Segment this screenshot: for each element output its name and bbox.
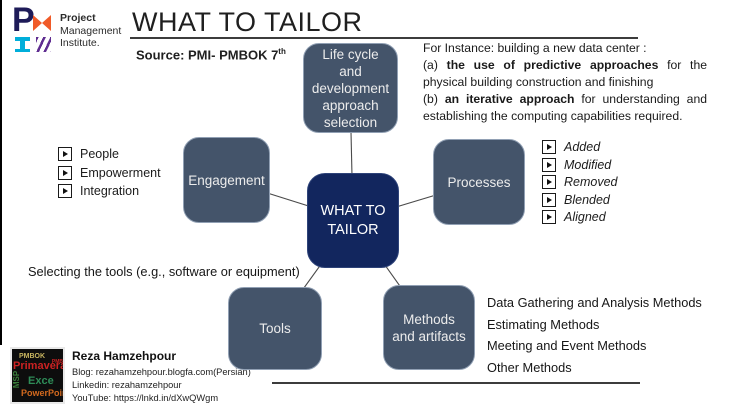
- bullet-label: Integration: [80, 184, 140, 198]
- author-blog: Blog: rezahamzehpour.blogfa.com(Persian): [72, 367, 251, 377]
- logo-line-2: Management: [60, 24, 122, 37]
- page-title: WHAT TO TAILOR: [132, 7, 363, 37]
- author-youtube: YouTube: https://lnkd.in/dXwQWgm: [72, 393, 219, 403]
- instance-point-a: (a) the use of predictive approaches for…: [423, 58, 707, 89]
- node-processes: Processes: [433, 139, 525, 225]
- instance-intro: For Instance: building a new data center…: [423, 41, 647, 55]
- list-item: Aligned: [542, 210, 618, 224]
- instance-point-b: (b) an iterative approach for understand…: [423, 92, 708, 123]
- play-bullet-icon: [58, 147, 72, 161]
- author-links: Blog: rezahamzehpour.blogfa.com(Persian)…: [72, 366, 251, 405]
- play-bullet-icon: [542, 140, 556, 154]
- book-word: PMB: [51, 359, 63, 365]
- pmi-logo: P: [12, 3, 58, 55]
- tools-note: Selecting the tools (e.g., software or e…: [28, 264, 300, 279]
- bullet-label: Modified: [564, 157, 612, 172]
- bullet-label: Added: [564, 140, 601, 154]
- list-item: Blended: [542, 192, 618, 207]
- list-item: People: [58, 147, 161, 161]
- list-item: Modified: [542, 157, 618, 172]
- list-item: Meeting and Event Methods: [487, 338, 647, 353]
- node-engagement: Engagement: [183, 137, 270, 223]
- bullet-label: Removed: [564, 175, 618, 189]
- book-cover-thumbnail: PMBOK Primavera PMB MSP Exce PowerPoin: [10, 347, 65, 404]
- node-tools: Tools: [228, 287, 322, 370]
- bullet-label: Aligned: [564, 210, 606, 224]
- book-word: MSP: [12, 370, 22, 389]
- pmi-logo-cyan-ibeam-icon: [15, 37, 30, 52]
- book-word: PMBOK: [19, 353, 46, 360]
- play-bullet-icon: [542, 157, 556, 172]
- logo-line-3: Institute.: [60, 37, 100, 49]
- list-item: Data Gathering and Analysis Methods: [487, 295, 702, 310]
- pmi-logo-purple-stripes-icon: [36, 37, 51, 52]
- logo-line-1: Project: [60, 12, 96, 24]
- engagement-bullet-list: People Empowerment Integration: [58, 147, 161, 203]
- play-bullet-icon: [542, 175, 556, 189]
- node-lifecycle: Life cycle and development approach sele…: [303, 43, 398, 133]
- source-caption: Source: PMI- PMBOK 7th: [136, 47, 286, 62]
- bullet-label: Empowerment: [80, 165, 161, 180]
- play-bullet-icon: [58, 184, 72, 198]
- bottom-divider: [272, 382, 640, 384]
- list-item: Removed: [542, 175, 618, 189]
- play-bullet-icon: [542, 210, 556, 224]
- play-bullet-icon: [58, 165, 72, 180]
- list-item: Estimating Methods: [487, 316, 600, 332]
- book-word: Primavera: [13, 360, 65, 372]
- pmi-logo-orange-bowtie-icon: [33, 15, 51, 31]
- author-linkedin: Linkedin: rezahamzehpour: [72, 380, 182, 390]
- play-bullet-icon: [542, 192, 556, 207]
- process-bullet-list: Added Modified Removed Blended Aligned: [542, 140, 618, 228]
- bullet-label: Blended: [564, 192, 610, 207]
- methods-list: Data Gathering and Analysis Methods Esti…: [487, 292, 702, 378]
- bullet-label: People: [80, 147, 119, 161]
- pmi-logo-wordmark: Project Management Institute.: [60, 12, 121, 50]
- instance-note: For Instance: building a new data center…: [423, 40, 707, 125]
- pmi-logo-p-glyph: P: [12, 1, 35, 39]
- source-superscript: th: [278, 47, 286, 56]
- book-word: Exce: [28, 375, 54, 387]
- author-name: Reza Hamzehpour: [72, 349, 177, 363]
- list-item: Added: [542, 140, 618, 154]
- left-edge-strip: [0, 0, 2, 345]
- node-methods: Methods and artifacts: [383, 285, 475, 370]
- list-item: Empowerment: [58, 165, 161, 180]
- source-text: Source: PMI- PMBOK 7: [136, 47, 279, 63]
- book-word: PowerPoin: [21, 388, 65, 398]
- list-item: Other Methods: [487, 359, 572, 375]
- node-what-to-tailor: WHAT TO TAILOR: [307, 173, 399, 268]
- title-underline: [130, 37, 638, 39]
- list-item: Integration: [58, 184, 161, 198]
